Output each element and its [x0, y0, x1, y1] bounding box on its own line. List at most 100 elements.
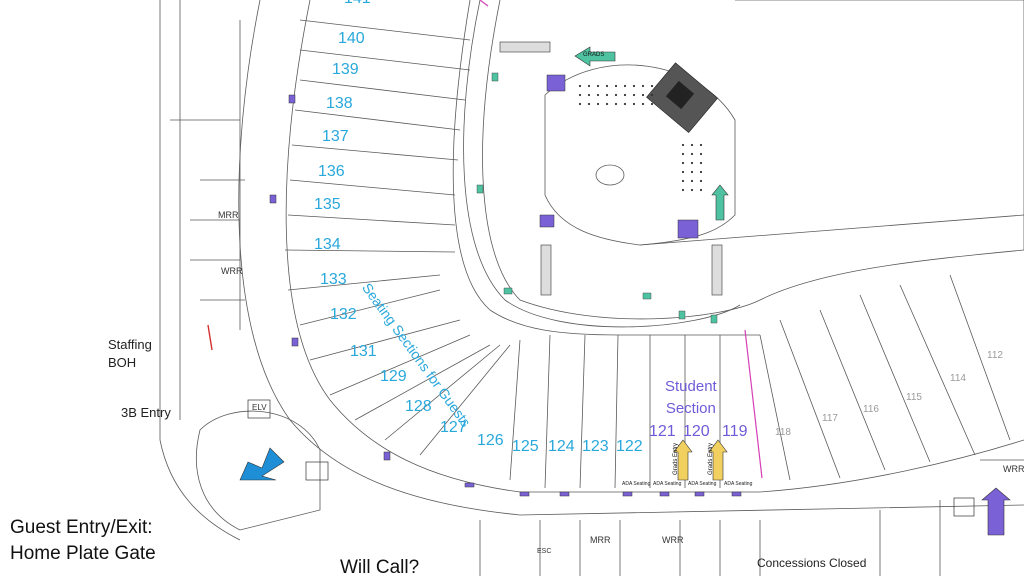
section-120[interactable]: 120 [683, 423, 710, 440]
red-wall-mark [207, 324, 213, 351]
elevator-box [953, 497, 975, 517]
ada-seating-label: ADA Seating [724, 481, 753, 487]
infield-diamond [544, 64, 736, 246]
chair-dot [623, 93, 627, 97]
section-135[interactable]: 135 [314, 196, 341, 213]
marker-purple [464, 482, 475, 488]
chair-dot [650, 84, 654, 88]
section-121[interactable]: 121 [649, 423, 676, 440]
outfield-section-lines [759, 274, 1011, 481]
grads-top-label: GRADS [583, 52, 605, 58]
elv-label: ELV [252, 403, 267, 412]
concessions-closed-label: Concessions Closed [757, 556, 867, 570]
right-entry-arrow [981, 487, 1011, 536]
marker-purple [519, 491, 530, 497]
chair-dot [699, 170, 703, 174]
section-137[interactable]: 137 [322, 128, 349, 145]
section-127[interactable]: 127 [440, 419, 467, 436]
chair-dot [632, 102, 636, 106]
guest-entry-arrow [239, 447, 285, 481]
section-128[interactable]: 128 [405, 398, 432, 415]
chair-dot [690, 170, 694, 174]
chair-dot [681, 152, 685, 156]
student-section-boundary [744, 329, 763, 479]
chair-dot [690, 143, 694, 147]
chair-dot [587, 93, 591, 97]
section-129[interactable]: 129 [380, 368, 407, 385]
grads-entry-label-left: Grads Entry [673, 442, 680, 476]
section-136[interactable]: 136 [318, 163, 345, 180]
section-116: 116 [863, 404, 879, 415]
chair-dot [690, 179, 694, 183]
grads-chairs [578, 84, 703, 192]
wrr-upper-label: WRR [221, 266, 243, 276]
section-123[interactable]: 123 [582, 438, 609, 455]
left-concourse-building [159, 0, 245, 541]
teal-direction-marker [476, 184, 484, 194]
section-115: 115 [906, 392, 922, 403]
grads-cart-row [499, 41, 551, 53]
chair-dot [578, 84, 582, 88]
grads-cart-row [540, 244, 552, 296]
elevator-box [247, 399, 271, 419]
section-141[interactable]: 141 [344, 0, 371, 8]
ada-seating-label: ADA Seating [653, 481, 682, 487]
esc-label: ESC [537, 548, 552, 555]
chair-dot [681, 143, 685, 147]
ada-seating-label: ADA Seating [622, 481, 651, 487]
chair-dot [614, 84, 618, 88]
chair-dot [623, 84, 627, 88]
grads-cart-row [711, 244, 723, 296]
section-134[interactable]: 134 [314, 236, 341, 253]
wrr-right-label: WRR [1003, 464, 1024, 474]
section-139[interactable]: 139 [332, 61, 359, 78]
marker-purple [559, 491, 570, 497]
chair-dot [641, 84, 645, 88]
student-section-line1: Student [665, 378, 717, 395]
foul-line-right [639, 214, 1024, 246]
chair-dot [690, 161, 694, 165]
stands-outer-ring [285, 0, 1024, 493]
grads-arrow-right [711, 184, 729, 221]
section-133[interactable]: 133 [320, 271, 347, 288]
chair-dot [650, 93, 654, 97]
infield-arc [463, 0, 741, 328]
chair-dot [632, 84, 636, 88]
chair-dot [681, 161, 685, 165]
student-section-line2: Section [665, 400, 716, 417]
outfield-wall [482, 0, 1024, 320]
chair-dot [596, 93, 600, 97]
section-124[interactable]: 124 [548, 438, 575, 455]
marker-purple [288, 94, 296, 104]
section-126[interactable]: 126 [477, 432, 504, 449]
chair-dot [578, 93, 582, 97]
pitchers-mound [595, 164, 625, 186]
section-118: 118 [775, 427, 791, 438]
chair-dot [641, 102, 645, 106]
section-122[interactable]: 122 [616, 438, 643, 455]
section-138[interactable]: 138 [326, 95, 353, 112]
grads-entry-label-right: Grads Entry [708, 442, 715, 476]
section-140[interactable]: 140 [338, 30, 365, 47]
chair-dot [605, 102, 609, 106]
entry-3b-label: 3B Entry [121, 405, 171, 420]
concourse-ring [238, 0, 1024, 516]
staffing-line: Staffing [108, 337, 152, 352]
section-119[interactable]: 119 [722, 423, 748, 440]
marker-purple [731, 491, 742, 497]
section-131[interactable]: 131 [350, 343, 377, 360]
chair-dot [578, 102, 582, 106]
section-132[interactable]: 132 [330, 306, 357, 323]
section-125[interactable]: 125 [512, 438, 539, 455]
marker-purple [694, 491, 705, 497]
top-magenta-mark [479, 0, 489, 7]
chair-dot [632, 93, 636, 97]
chair-dot [681, 188, 685, 192]
stage-area [646, 62, 719, 134]
chair-dot [699, 161, 703, 165]
chair-dot [650, 102, 654, 106]
mrr-lower-label: MRR [590, 535, 611, 545]
marker-purple [659, 491, 670, 497]
mrr-upper-label: MRR [218, 210, 239, 220]
